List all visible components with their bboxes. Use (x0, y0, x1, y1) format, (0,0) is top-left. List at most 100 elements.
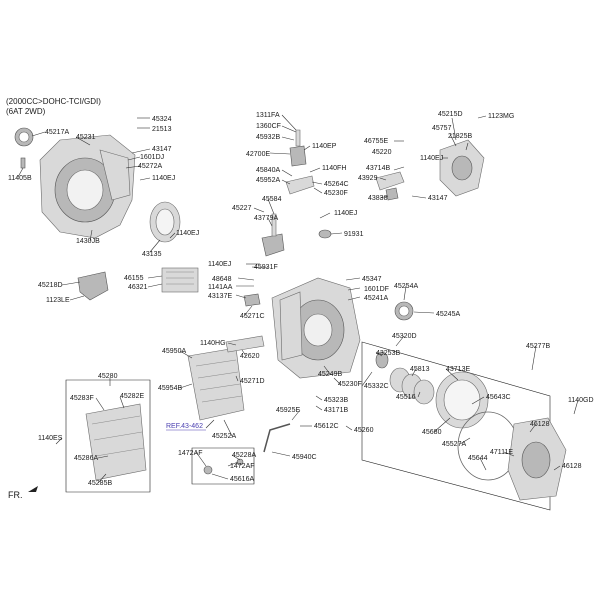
part-label[interactable]: 1472AF (178, 450, 203, 457)
part-label[interactable]: 1140GD (568, 397, 594, 404)
oil-seal-shape (14, 127, 34, 147)
part-label[interactable]: 45680 (422, 429, 442, 436)
part-label[interactable]: 43779A (254, 215, 278, 222)
part-label[interactable]: 45254A (394, 283, 418, 290)
part-label[interactable]: 43147 (428, 195, 448, 202)
part-label[interactable]: 45332C (364, 383, 389, 390)
part-label[interactable]: 46755E (364, 138, 388, 145)
part-label[interactable]: 1472AF (230, 463, 255, 470)
part-label[interactable]: 45286A (74, 455, 98, 462)
part-label[interactable]: 1140EJ (152, 175, 175, 182)
part-label[interactable]: 46128 (530, 421, 550, 428)
part-label[interactable]: 46128 (562, 463, 582, 470)
part-label[interactable]: 45323B (324, 397, 348, 404)
part-label[interactable]: 45616A (230, 476, 254, 483)
part-label[interactable]: 1140ES (38, 435, 63, 442)
part-label[interactable]: 43147 (152, 146, 172, 153)
part-label[interactable]: 45218D (38, 282, 63, 289)
part-label[interactable]: 91931 (344, 231, 364, 238)
part-label[interactable]: 48648 (212, 276, 232, 283)
part-label[interactable]: 1140EJ (420, 155, 443, 162)
part-label[interactable]: 45584 (262, 196, 282, 203)
part-label[interactable]: 45260 (354, 427, 374, 434)
part-label[interactable]: 45271D (240, 378, 265, 385)
part-label[interactable]: 45230F (324, 190, 348, 197)
part-label[interactable]: 1123MG (488, 113, 514, 120)
part-label[interactable]: 45227 (232, 205, 252, 212)
part-label[interactable]: 45283F (70, 395, 94, 402)
part-label[interactable]: 45950A (162, 348, 186, 355)
part-label[interactable]: 45215D (438, 111, 463, 118)
part-label[interactable]: 1140HG (200, 340, 226, 347)
part-label[interactable]: 42620 (240, 353, 260, 360)
part-label[interactable]: 45231 (76, 134, 96, 141)
rear-cover-shape (507, 417, 567, 501)
part-label[interactable]: 21513 (152, 126, 172, 133)
part-label[interactable]: 1141AA (208, 284, 233, 291)
part-label[interactable]: 45932B (256, 134, 280, 141)
part-label[interactable]: 42700E (246, 151, 270, 158)
part-label[interactable]: 21825B (448, 133, 472, 140)
part-label[interactable]: 45612C (314, 423, 339, 430)
part-label[interactable]: 45952A (256, 177, 280, 184)
part-label[interactable]: 45228A (232, 452, 256, 459)
part-label[interactable]: 45252A (212, 433, 236, 440)
part-label[interactable]: 45217A (45, 129, 69, 136)
part-label[interactable]: 43838 (368, 195, 388, 202)
part-label[interactable]: 47111E (490, 449, 513, 456)
part-label[interactable]: 45272A (138, 163, 162, 170)
part-label[interactable]: 1601DF (364, 286, 389, 293)
part-label[interactable]: 1123LE (46, 297, 70, 304)
seal-45254a-shape (394, 301, 414, 321)
header-line-1: (2000CC>DOHC-TCI/GDI) (6, 97, 101, 106)
part-label[interactable]: 1140FH (322, 165, 346, 172)
part-label[interactable]: 45643C (486, 394, 511, 401)
part-label[interactable]: 1140EP (312, 143, 337, 150)
part-label[interactable]: 45271C (240, 313, 265, 320)
part-label[interactable]: 1430JB (76, 238, 100, 245)
part-label[interactable]: 45280 (98, 373, 118, 380)
part-label[interactable]: 45813 (410, 366, 430, 373)
part-label[interactable]: 1140EJ (208, 261, 231, 268)
part-label[interactable]: 1311FA (256, 112, 280, 119)
part-label[interactable]: 45282E (120, 393, 144, 400)
part-label[interactable]: 45320D (392, 333, 417, 340)
part-label[interactable]: 45757 (432, 125, 452, 132)
part-label[interactable]: 45644 (468, 455, 488, 462)
valve-body-shape (187, 347, 245, 421)
part-label[interactable]: 45347 (362, 276, 382, 283)
part-label[interactable]: 43135 (142, 251, 162, 258)
reference-link[interactable]: REF.43-462 (166, 419, 215, 431)
part-label[interactable]: 43713E (446, 366, 470, 373)
part-label[interactable]: 1360CF (256, 123, 281, 130)
part-label[interactable]: 43137E (208, 293, 232, 300)
part-label[interactable]: 1140EJ (176, 230, 199, 237)
part-label[interactable]: 45324 (152, 116, 172, 123)
part-label[interactable]: 45285B (88, 480, 112, 487)
part-label[interactable]: 45516 (396, 394, 416, 401)
part-label[interactable]: 45931F (254, 264, 278, 271)
reference-label[interactable]: REF.43-462 (166, 423, 203, 430)
part-label[interactable]: 46155 (124, 275, 144, 282)
part-label[interactable]: 45230F (338, 381, 362, 388)
part-label[interactable]: 45840A (256, 167, 280, 174)
part-label[interactable]: 45940C (292, 454, 317, 461)
part-label[interactable]: 45954B (158, 385, 182, 392)
part-label[interactable]: 43171B (324, 407, 348, 414)
part-label[interactable]: 45249B (318, 371, 342, 378)
part-label[interactable]: 46321 (128, 284, 148, 291)
part-label[interactable]: 45241A (364, 295, 388, 302)
part-label[interactable]: 45245A (436, 311, 460, 318)
header-line-2: (6AT 2WD) (6, 107, 46, 116)
part-label[interactable]: 45277B (526, 343, 550, 350)
part-label[interactable]: 45925E (276, 407, 300, 414)
part-label[interactable]: 1601DJ (140, 154, 164, 161)
part-label[interactable]: 43929 (358, 175, 378, 182)
part-label[interactable]: 45264C (324, 181, 349, 188)
part-label[interactable]: 11405B (8, 175, 32, 182)
part-label[interactable]: 43714B (366, 165, 390, 172)
part-label[interactable]: 45527A (442, 441, 466, 448)
part-label[interactable]: 1140EJ (334, 210, 357, 217)
part-label[interactable]: 43253B (376, 350, 400, 357)
part-label[interactable]: 45220 (372, 149, 392, 156)
